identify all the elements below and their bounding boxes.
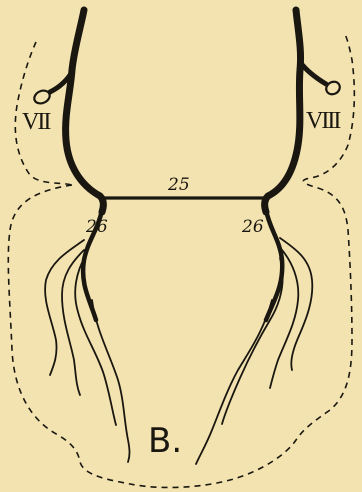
left-fine-branches — [45, 240, 129, 462]
figure-letter-label: B. — [148, 421, 182, 461]
right-nerve-branch — [300, 62, 326, 84]
right-main-vessel — [265, 10, 301, 212]
bridge-label: 25 — [167, 175, 190, 195]
right-fine-branches — [196, 238, 312, 464]
right-branch-label: 26 — [241, 217, 264, 237]
left-branch-label: 26 — [85, 217, 108, 237]
left-main-vessel — [66, 10, 104, 212]
left-nerve-label: VII — [22, 109, 51, 135]
right-nerve-label: VIII — [306, 108, 341, 134]
right-descending-trunk — [266, 210, 282, 320]
